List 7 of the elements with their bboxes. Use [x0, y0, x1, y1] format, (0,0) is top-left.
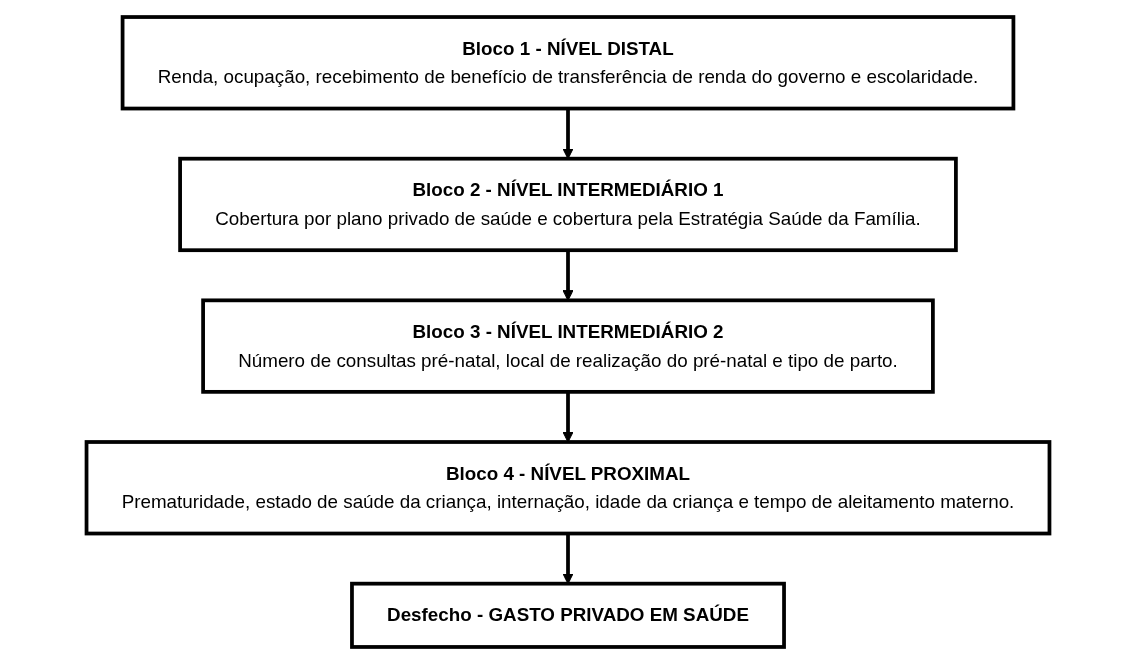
arrow: [562, 250, 574, 301]
node-box: Desfecho - GASTO PRIVADO EM SAÚDE: [350, 581, 786, 649]
node-box: Bloco 3 - NÍVEL INTERMEDIÁRIO 2 Número de consultas pré-natal, local de realização do pré-natal e tipo de parto.: [201, 298, 935, 394]
node-box: Bloco 2 - NÍVEL INTERMEDIÁRIO 1 Cobertura por plano privado de saúde e cobertura pela Estratégia Saúde da Família.: [178, 156, 958, 253]
node-box: Bloco 1 - NÍVEL DISTAL Renda, ocupação, recebimento de benefício de transferência de renda do governo e escolaridade.: [120, 15, 1016, 111]
arrow: [562, 391, 574, 443]
node-box: Bloco 4 - NÍVEL PROXIMAL Prematuridade, estado de saúde da criança, internação, idade da criança e tempo de aleitamento materno.: [84, 440, 1052, 536]
